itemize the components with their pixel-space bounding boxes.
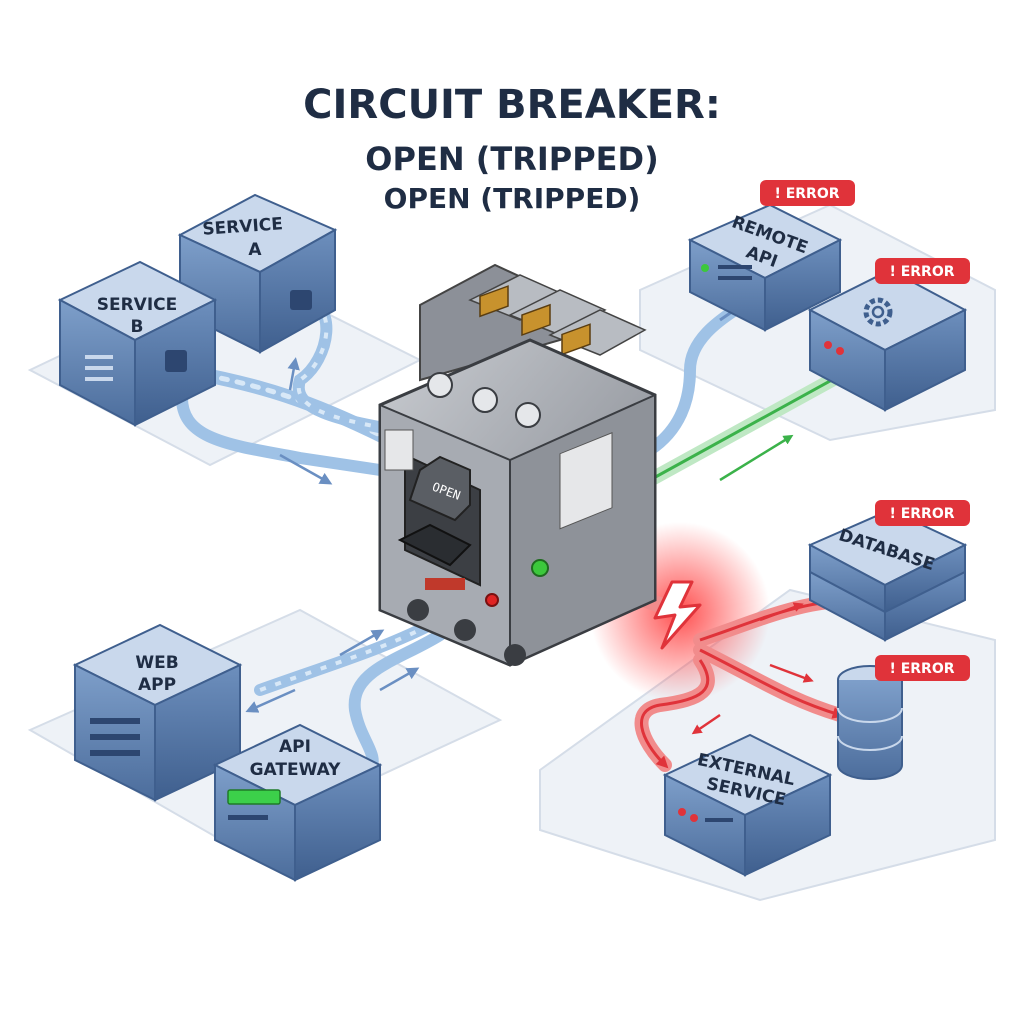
title-line-2: OPEN (TRIPPED) [365, 140, 658, 178]
pipe-external-failed [634, 653, 721, 772]
breaker-green-led [531, 559, 549, 577]
node-web-app: WEB APP [72, 623, 243, 802]
node-external-service: EXTERNAL SERVICE [662, 733, 833, 877]
error-badge-gear-server-text: ! ERROR [889, 264, 954, 280]
breaker-red-led [485, 593, 499, 607]
pipe-api-gateway [348, 629, 446, 776]
api-gateway-label-2: GATEWAY [250, 760, 342, 780]
node-gear-server [807, 268, 968, 412]
error-badge-storage: ! ERROR [875, 655, 970, 681]
pipe-storage-failed [693, 643, 847, 722]
flow-arrow-2 [287, 357, 300, 391]
pipe-green-flow [643, 363, 857, 487]
error-badge-gear-server: ! ERROR [875, 258, 970, 284]
flow-arrow-3 [339, 629, 385, 657]
error-badge-storage-text: ! ERROR [889, 661, 954, 677]
error-badge-remote-api: ! ERROR [760, 180, 855, 206]
node-database: DATABASE [807, 508, 968, 642]
error-badge-database-text: ! ERROR [889, 506, 954, 522]
error-badge-database: ! ERROR [875, 500, 970, 526]
node-api-gateway: API GATEWAY [212, 723, 383, 882]
node-service-a: SERVICE A [177, 193, 338, 354]
service-b-label-2: B [131, 317, 144, 337]
service-a-label-2: A [248, 240, 262, 260]
flow-arrow-4 [245, 688, 296, 713]
title-line-3: OPEN (TRIPPED) [384, 182, 641, 215]
gear-icon [863, 297, 893, 327]
flow-arrow-5 [379, 667, 420, 692]
node-remote-api: REMOTE API [687, 203, 843, 332]
error-badge-remote-api-text: ! ERROR [774, 186, 839, 202]
pipe-web-app [254, 619, 436, 696]
title-line-1: CIRCUIT BREAKER: [303, 82, 721, 128]
lightning-icon [653, 580, 702, 650]
web-app-label-1: WEB [135, 653, 178, 673]
web-app-label-2: APP [138, 675, 176, 695]
api-gateway-label-1: API [279, 737, 311, 757]
circuit-breaker: OPEN [378, 263, 657, 667]
database-icon [837, 665, 903, 780]
flow-arrow-1 [279, 453, 333, 485]
node-service-b: SERVICE B [57, 260, 218, 427]
service-b-label-1: SERVICE [97, 295, 178, 315]
